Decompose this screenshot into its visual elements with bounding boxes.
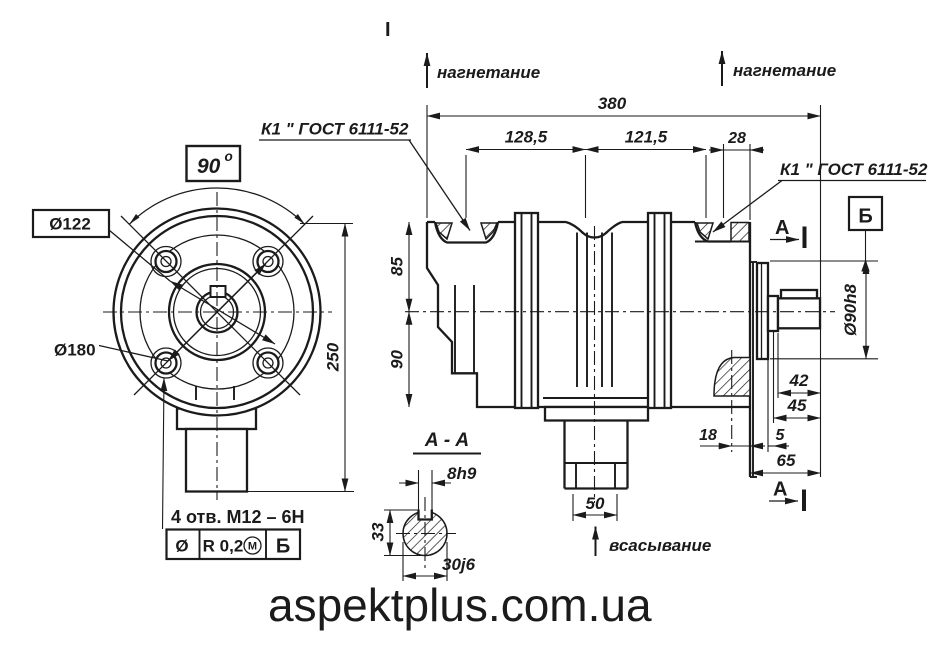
dim-90h8-label: Ø90h8 [841, 283, 860, 336]
fcf-frame [165, 528, 302, 561]
dim-42-label: 42 [789, 371, 809, 390]
thread-callout-right: К1 " ГОСТ 6111-52 [712, 160, 928, 233]
angle-value: 90 [197, 155, 221, 178]
front-angle-dimension: 90 o [128, 144, 306, 225]
dim-shaft-lengths: 42 45 18 5 65 [699, 332, 821, 477]
discharge-right-label: нагнетание [733, 61, 836, 80]
dim-85-90: 85 90 [388, 221, 413, 408]
dim-45-label: 45 [787, 396, 807, 415]
dim-28-label: 28 [727, 130, 746, 147]
section-keyway [417, 509, 433, 521]
thread-callout-left: К1 " ГОСТ 6111-52 [259, 120, 471, 231]
front-bolt-note: 4 отв. М12 – 6Н Ø R 0,2 М Б [160, 377, 304, 561]
section-arrow-bottom: А [769, 479, 806, 511]
discharge-right: нагнетание [718, 50, 836, 86]
view-mark-I: I [385, 19, 391, 41]
dim-shaft-dia: Ø90h8 [770, 260, 878, 360]
dim-65-label: 65 [777, 451, 796, 470]
section-aa-view: А - А 8h9 33 30j6 [369, 430, 481, 581]
dim-128-label: 128,5 [505, 128, 548, 147]
side-port-left [433, 221, 500, 244]
dim-380: 380 [426, 94, 822, 477]
section-arrow-top: А [770, 217, 807, 248]
fcf-value: R 0,2 [203, 537, 244, 556]
datum-b-arrow [861, 259, 870, 272]
arc-arrow-right [294, 214, 305, 225]
suction-callout: всасывание [592, 526, 711, 556]
dim-50-label: 50 [586, 494, 605, 513]
dim-5-label: 5 [776, 427, 786, 444]
datum-b-label: Б [858, 206, 872, 228]
front-dia180-dimension: Ø180 [54, 263, 267, 362]
suction-label: всасывание [609, 536, 711, 555]
front-height-dimension: 250 [248, 222, 354, 493]
shaft-key [779, 288, 819, 300]
dim-18-label: 18 [699, 427, 717, 444]
angle-box [185, 144, 242, 183]
thread-right-label: К1 " ГОСТ 6111-52 [780, 160, 928, 179]
side-shaft [755, 261, 822, 361]
dia122-box [31, 208, 111, 239]
side-body [425, 220, 757, 478]
angle-degree-sup: o [225, 149, 233, 164]
section-aa-title: А - А [424, 430, 469, 451]
thread-left-label: К1 " ГОСТ 6111-52 [261, 120, 409, 139]
dim-30j6-label: 30j6 [442, 555, 476, 574]
datum-b: Б [847, 195, 884, 272]
side-mounting-plates [513, 211, 673, 410]
bolt-note-text: 4 отв. М12 – 6Н [171, 507, 304, 527]
side-view: I нагнетание нагнетание всасывание К1 " … [259, 19, 928, 556]
dim-30j6: 30j6 [402, 542, 476, 581]
front-keyway [209, 285, 227, 298]
dim-121-label: 121,5 [625, 128, 668, 147]
dim-50: 50 [572, 494, 618, 521]
arc-arrow-left [129, 214, 140, 225]
dim-ports: 128,5 121,5 28 [465, 128, 764, 220]
dim-85-label: 85 [388, 257, 407, 276]
dia180-label: Ø180 [54, 341, 96, 360]
discharge-left-label: нагнетание [437, 63, 540, 82]
side-gear-chamber [576, 232, 613, 387]
fcf-mmc-circle [243, 536, 262, 555]
side-centerlines [405, 226, 835, 503]
discharge-left: нагнетание [423, 52, 540, 88]
side-suction-flange [543, 405, 650, 490]
dia122-label: Ø122 [49, 215, 91, 234]
dim-90-label: 90 [388, 350, 407, 369]
dim-8h9: 8h9 [399, 464, 477, 514]
fcf-modifier: М [248, 541, 257, 553]
dim-33: 33 [369, 509, 428, 557]
side-port-right [693, 221, 751, 243]
dim-250: 250 [324, 342, 343, 372]
section-arrow-bottom-label: А [773, 479, 787, 501]
fcf-datum: Б [276, 536, 290, 558]
dim-8h9-label: 8h9 [447, 464, 477, 483]
fcf-symbol: Ø [175, 537, 188, 556]
watermark-text: aspektplus.com.ua [268, 579, 652, 631]
dim-33-label: 33 [369, 522, 388, 541]
section-arrow-top-label: А [775, 217, 789, 239]
dim-380-label: 380 [598, 94, 627, 113]
front-view: 90 o Ø122 Ø180 250 4 отв. М12 – 6Н [31, 144, 354, 561]
